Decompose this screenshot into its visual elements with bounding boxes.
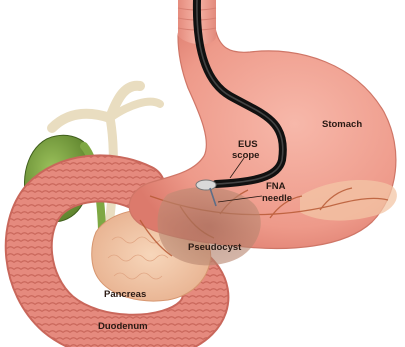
eus-scope-label-line1: EUS bbox=[238, 139, 258, 150]
stomach-label: Stomach bbox=[322, 119, 362, 130]
scope-tip bbox=[196, 180, 216, 190]
fna-needle-label-line1: FNA bbox=[266, 181, 286, 192]
fna-needle-label-line2: needle bbox=[262, 193, 292, 204]
pseudocyst-label: Pseudocyst bbox=[188, 242, 242, 253]
pseudocyst bbox=[158, 187, 261, 265]
pancreas-label: Pancreas bbox=[104, 289, 146, 300]
eus-scope-label-line2: scope bbox=[232, 150, 259, 161]
duodenum-label: Duodenum bbox=[98, 321, 148, 332]
